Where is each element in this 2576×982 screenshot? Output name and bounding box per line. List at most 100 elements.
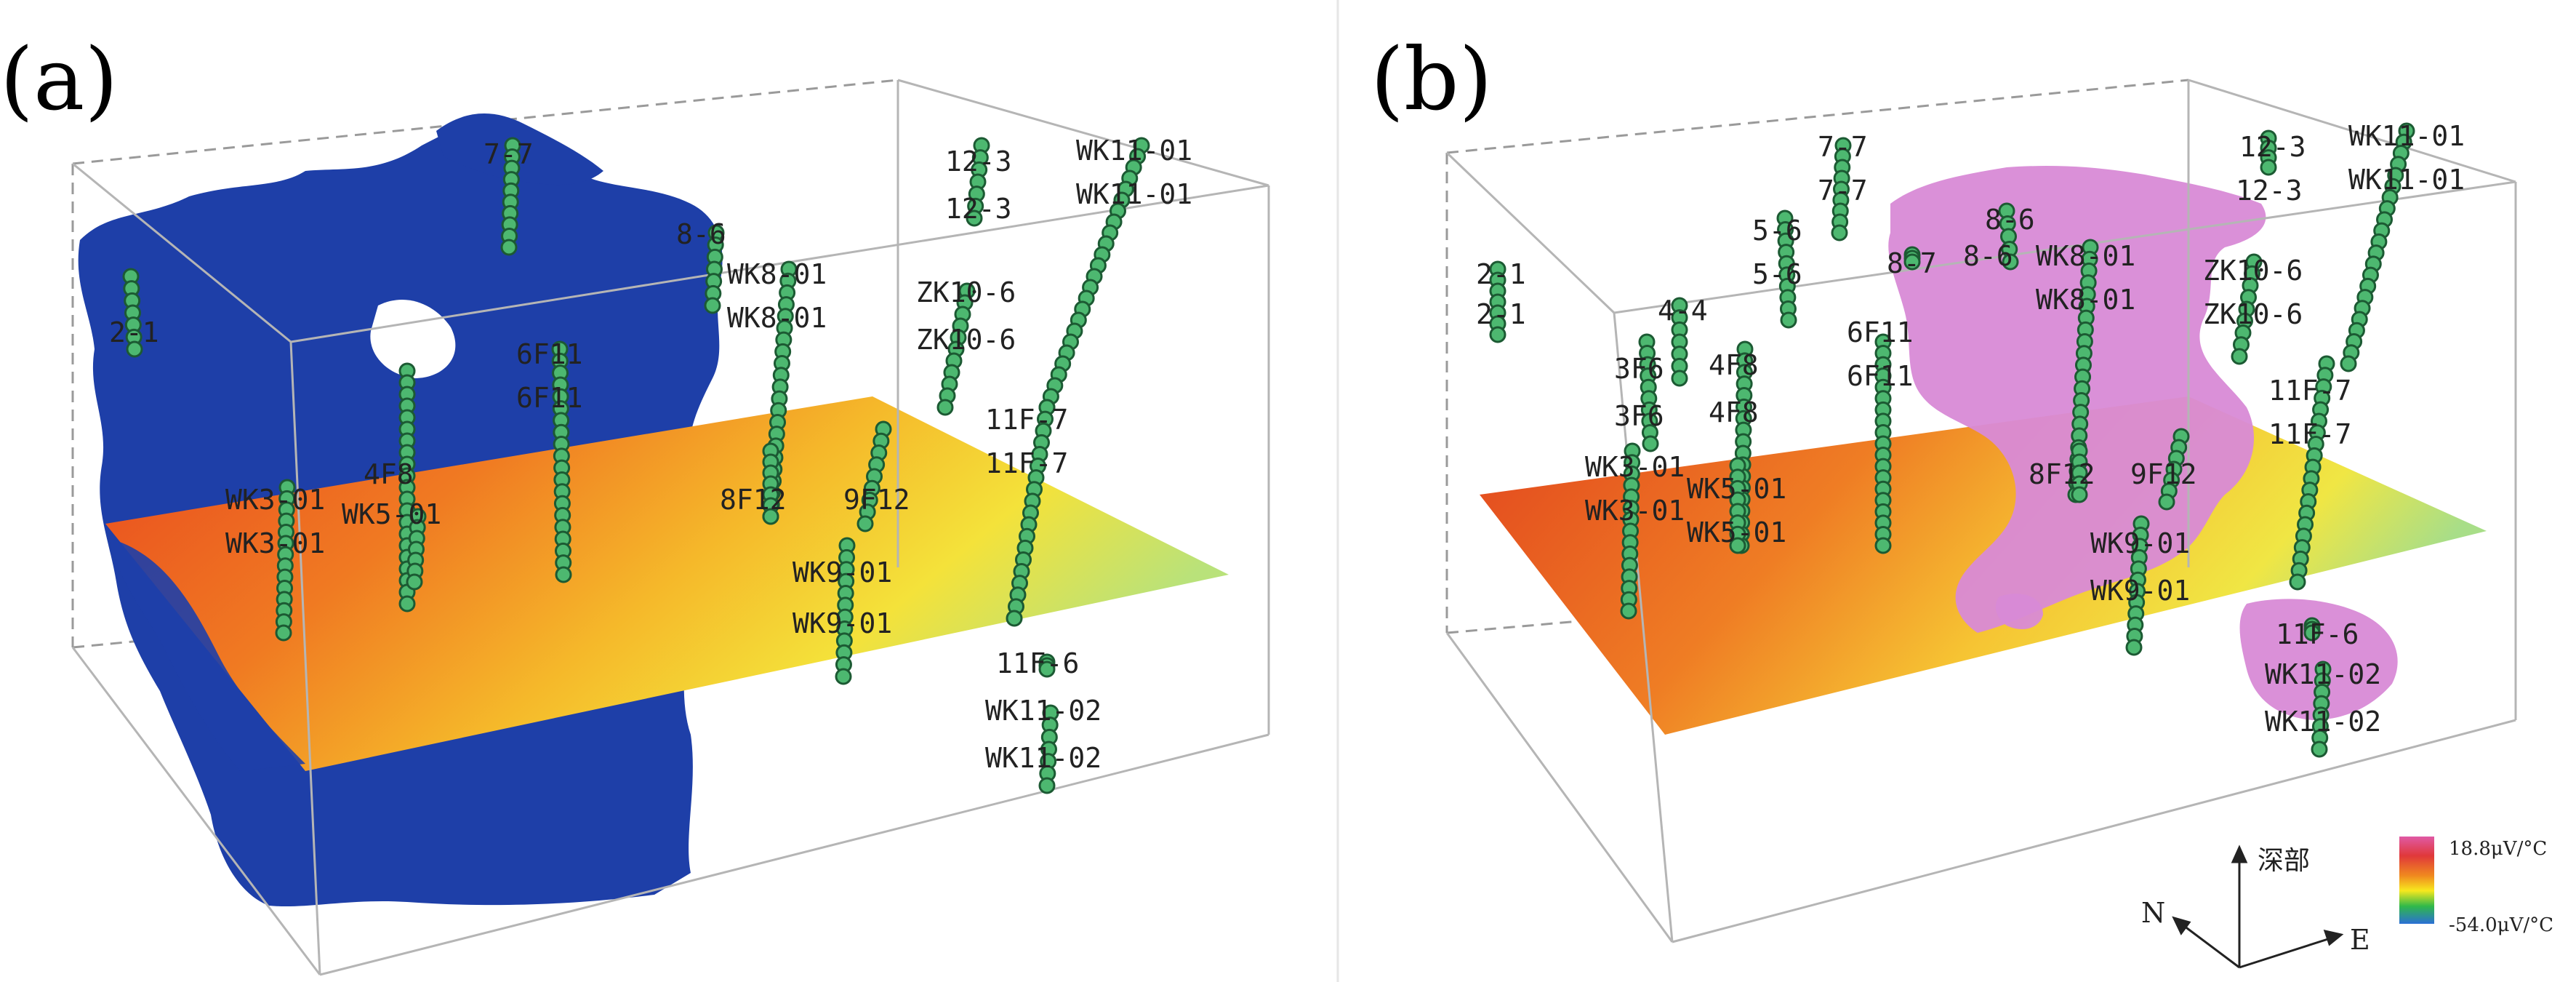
drill-sample-marker (2231, 348, 2248, 365)
drill-sample-marker (704, 297, 721, 314)
panel-b-label: (b) (1371, 29, 1493, 129)
panel-b-drillhole: 4-4 (1658, 295, 1708, 387)
box-back-edges-b (1445, 79, 2189, 634)
drillhole-label: 2-1 (1476, 298, 1526, 330)
drillhole-label: 9F12 (2130, 458, 2197, 490)
drillhole-label: 4F8 (1709, 396, 1759, 428)
panel-b-drillhole: 11F-6 (2276, 617, 2359, 650)
drillhole-label: 7-7 (483, 138, 534, 170)
drillhole-label: WK9-01 (793, 607, 892, 639)
panel-a-drillhole: 8-6 (676, 218, 726, 314)
panel-b-drillhole: 9F12 (2130, 428, 2197, 511)
drillhole-label: 8F12 (720, 484, 787, 516)
drillhole-label: 2-1 (1476, 258, 1526, 290)
drillhole-label: 2-1 (109, 316, 159, 348)
drill-sample-marker (275, 624, 292, 642)
drillhole-label: 8-6 (1985, 204, 2035, 236)
slice-plane (105, 396, 1229, 771)
drill-sample-marker (1831, 224, 1848, 241)
panel-b-drillhole: 12-312-3 (2236, 129, 2306, 207)
drillhole-label: 6F11 (1847, 316, 1914, 348)
drill-sample-marker (835, 668, 852, 685)
drill-sample-marker (1489, 326, 1506, 343)
drillhole-label: WK9-01 (2090, 527, 2190, 559)
positive-anomaly-lobe (2239, 599, 2398, 720)
drillhole-label: 4F8 (1709, 349, 1759, 381)
colorbar-max-label: 18.8μV/°C (2449, 838, 2547, 860)
panel-b-drillhole: 8-68-6 (1963, 202, 2035, 272)
drill-sample-marker (1729, 537, 1746, 554)
drillhole-label: WK3-01 (225, 484, 325, 516)
panel-b-drillhole: 6F11 6F11 (1847, 316, 1914, 554)
drillhole-label: WK8-01 (727, 302, 827, 334)
drillhole-label: WK11-02 (2265, 658, 2381, 690)
drillhole-label: WK5-01 (342, 498, 441, 530)
drillhole-label: WK9-01 (793, 556, 892, 588)
drillhole-label: WK11-02 (985, 695, 1102, 727)
negative-overlay (109, 538, 305, 771)
drillhole-label: 3F6 (1614, 353, 1664, 385)
east-axis-label: E (2350, 924, 2370, 956)
drillhole-label: 8-7 (1887, 247, 1937, 279)
drillhole-label: WK11-01 (2348, 120, 2465, 152)
drillhole-label: WK3-01 (1585, 495, 1685, 527)
drillhole-label: 11F-7 (2268, 375, 2351, 407)
up-axis-label: 深部 (2258, 846, 2310, 876)
drillhole-label: 8-6 (676, 218, 726, 250)
drillhole-label: 12-3 (2236, 175, 2303, 207)
panel-a-drillhole: WK5-01 (342, 498, 441, 591)
panel-b-drillhole: 5-65-6 (1752, 209, 1802, 329)
drillhole-label: 6F11 (1847, 360, 1914, 392)
drillhole-label: 12-3 (945, 193, 1012, 225)
drillhole-label: 11F-7 (985, 447, 1068, 479)
drill-sample-marker (1620, 602, 1637, 620)
panel-a-drillhole: 7-7 (483, 137, 534, 256)
panel-a-drillhole: 2-1 (109, 268, 159, 358)
drillhole-label: 11F-6 (2276, 618, 2359, 650)
drillhole-label: 12-3 (945, 145, 1012, 177)
drill-sample-marker (1780, 311, 1797, 329)
drill-sample-marker (406, 573, 423, 591)
drillhole-label: WK3-01 (1585, 451, 1685, 483)
panel-a-drillhole: 9F12 (843, 420, 910, 532)
drill-sample-marker (398, 595, 416, 612)
box-front-edges (71, 79, 1270, 976)
panel-b-drillhole: 8F12 (2029, 442, 2095, 503)
panel-b-drillhole: 2-12-1 (1476, 258, 1526, 343)
drillhole-label: 7-7 (1818, 131, 1868, 163)
drillhole-label: WK8-01 (2036, 284, 2135, 316)
drill-sample-marker (1874, 537, 1892, 554)
drill-sample-marker (1642, 435, 1659, 452)
east-axis (2239, 937, 2331, 969)
drill-sample-marker (126, 340, 143, 358)
drill-sample-marker (2125, 639, 2143, 656)
drill-sample-marker (936, 399, 954, 416)
drillhole-label: 3F6 (1614, 400, 1664, 432)
up-arrow-icon (2231, 845, 2248, 863)
drill-sample-marker (2340, 355, 2357, 372)
drillhole-label: WK11-02 (2265, 706, 2381, 738)
drill-sample-marker (1006, 610, 1023, 627)
drillhole-label: 5-6 (1752, 258, 1802, 290)
drillhole-label: ZK10-6 (916, 324, 1016, 356)
drillhole-label: 4F8 (364, 458, 414, 490)
colorbar-min-label: -54.0μV/°C (2449, 914, 2553, 936)
drillhole-label: WK11-01 (1076, 135, 1192, 167)
panel-a-label: (a) (0, 29, 118, 129)
drill-sample-marker (966, 209, 983, 227)
